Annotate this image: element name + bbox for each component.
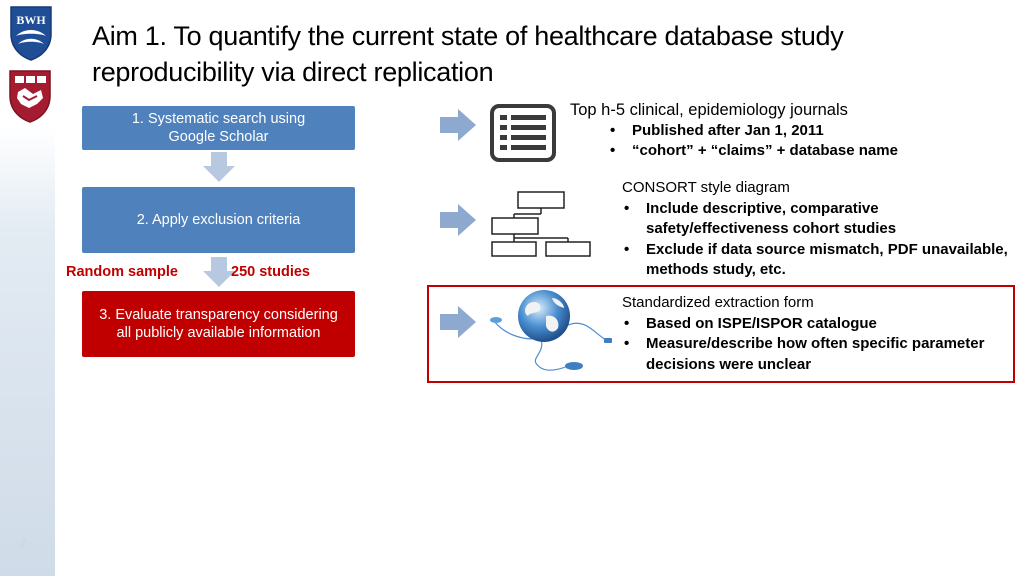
list-icon <box>490 104 556 162</box>
highlight-frame <box>427 285 1015 383</box>
step3-text: 3. Evaluate transparency considering all… <box>99 307 338 341</box>
transparency-bullet: Based on ISPE/ISPOR catalogue <box>622 314 1007 335</box>
flowchart-icon <box>491 191 591 257</box>
transparency-bullet: Measure/describe how often specific para… <box>622 334 1007 375</box>
page-number: 2 <box>20 538 26 549</box>
step2-text: 2. Apply exclusion criteria <box>136 212 301 228</box>
right-arrow-icon <box>440 204 476 236</box>
random-sample-label: Random sample <box>66 264 178 280</box>
bwh-shield-logo: BWH <box>10 6 52 61</box>
exclusion-heading: CONSORT style diagram <box>622 179 790 196</box>
step3-box: 3. Evaluate transparency considering all… <box>82 291 355 357</box>
harvard-shield-logo <box>9 70 51 123</box>
search-details: Top h-5 clinical, epidemiology journals … <box>570 100 950 162</box>
globe-network-icon <box>490 290 612 371</box>
exclusion-details: CONSORT style diagram Include descriptiv… <box>622 178 1017 281</box>
transparency-details: Standardized extraction form Based on IS… <box>622 293 1007 375</box>
search-heading: Top h-5 clinical, epidemiology journals <box>570 101 848 119</box>
transparency-heading: Standardized extraction form <box>622 294 814 311</box>
step2-box: 2. Apply exclusion criteria <box>82 187 355 253</box>
down-arrow-icon <box>203 257 235 287</box>
exclusion-bullet: Exclude if data source mismatch, PDF una… <box>622 240 1017 281</box>
step1-box: 1. Systematic search using Google Schola… <box>82 106 355 150</box>
down-arrow-icon <box>203 152 235 182</box>
right-arrow-icon <box>440 109 476 141</box>
search-bullet: “cohort” + “claims” + database name <box>608 141 950 162</box>
bwh-logo-text: BWH <box>16 13 46 27</box>
search-bullet: Published after Jan 1, 2011 <box>608 121 950 142</box>
slide-title: Aim 1. To quantify the current state of … <box>92 21 844 87</box>
right-arrow-icon <box>440 306 476 338</box>
exclusion-bullet: Include descriptive, comparative safety/… <box>622 199 1017 240</box>
step1-text: 1. Systematic search using Google Schola… <box>131 111 306 145</box>
studies-count-label: 250 studies <box>231 264 310 280</box>
